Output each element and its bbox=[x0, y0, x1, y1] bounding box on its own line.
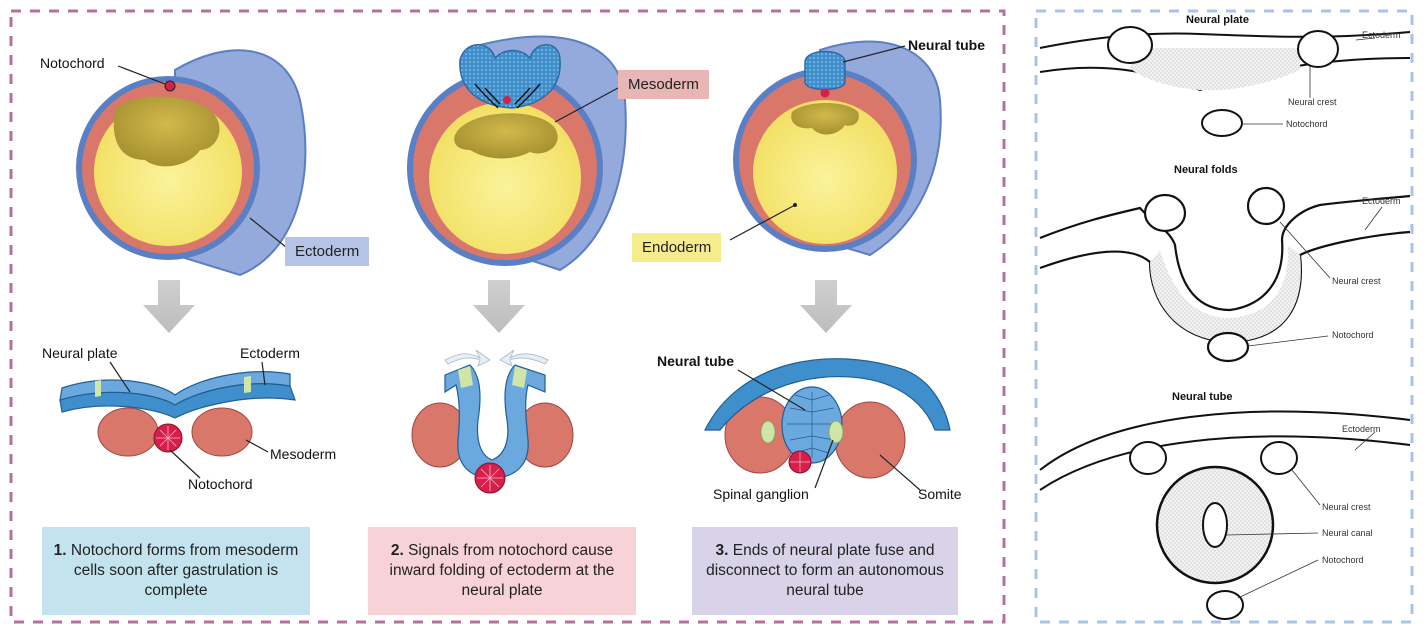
right-neural-tube-sketch bbox=[1040, 412, 1410, 619]
label-neural-plate: Neural plate bbox=[42, 345, 118, 361]
label-somite: Somite bbox=[918, 486, 962, 502]
caption-step-3: 3. Ends of neural plate fuse and disconn… bbox=[692, 527, 958, 615]
right-tube-notochord: Notochord bbox=[1322, 555, 1364, 565]
tag-mesoderm: Mesoderm bbox=[618, 70, 709, 99]
tag-ectoderm: Ectoderm bbox=[285, 237, 369, 266]
caption-step-1-text: Notochord forms from mesoderm cells soon… bbox=[71, 542, 298, 599]
stage2-neural-fold-diagram bbox=[412, 350, 573, 493]
right-plate-ectoderm: Ectoderm bbox=[1362, 30, 1401, 40]
label-neural-tube-bottom: Neural tube bbox=[657, 353, 734, 369]
right-title-neural-plate: Neural plate bbox=[1186, 14, 1249, 26]
tag-endoderm: Endoderm bbox=[632, 233, 721, 262]
caption-step-2-number: 2. bbox=[391, 542, 404, 559]
label-mesoderm-bottom: Mesoderm bbox=[270, 446, 336, 462]
caption-step-3-text: Ends of neural plate fuse and disconnect… bbox=[706, 542, 944, 599]
right-title-neural-folds: Neural folds bbox=[1174, 164, 1238, 176]
stage3-embryo bbox=[733, 42, 941, 255]
right-title-neural-tube: Neural tube bbox=[1172, 391, 1233, 403]
stage3-neural-tube-diagram bbox=[705, 359, 950, 478]
right-plate-neural-crest: Neural crest bbox=[1288, 97, 1337, 107]
right-plate-notochord: Notochord bbox=[1286, 119, 1328, 129]
stage1-embryo bbox=[76, 50, 305, 275]
caption-step-1: 1. Notochord forms from mesoderm cells s… bbox=[42, 527, 310, 615]
right-neural-plate-sketch bbox=[1040, 27, 1410, 136]
right-tube-neural-crest: Neural crest bbox=[1322, 502, 1371, 512]
arrow-down-icon bbox=[143, 280, 852, 333]
label-ectoderm-bottom: Ectoderm bbox=[240, 345, 300, 361]
label-neural-tube-top: Neural tube bbox=[908, 37, 985, 53]
stage2-embryo bbox=[407, 37, 626, 270]
label-notochord-top: Notochord bbox=[40, 55, 105, 71]
caption-step-3-number: 3. bbox=[716, 542, 729, 559]
right-tube-neural-canal: Neural canal bbox=[1322, 528, 1373, 538]
right-tube-ectoderm: Ectoderm bbox=[1342, 424, 1381, 434]
label-spinal-ganglion: Spinal ganglion bbox=[713, 486, 809, 502]
caption-step-2-text: Signals from notochord cause inward fold… bbox=[390, 542, 615, 599]
stage1-neural-plate-diagram bbox=[60, 372, 295, 456]
stage1-notochord-dot bbox=[165, 81, 175, 91]
caption-step-2: 2. Signals from notochord cause inward f… bbox=[368, 527, 636, 615]
caption-step-1-number: 1. bbox=[54, 542, 67, 559]
right-folds-notochord: Notochord bbox=[1332, 330, 1374, 340]
right-folds-neural-crest: Neural crest bbox=[1332, 276, 1381, 286]
label-notochord-bottom: Notochord bbox=[188, 476, 253, 492]
right-folds-ectoderm: Ectoderm bbox=[1362, 196, 1401, 206]
